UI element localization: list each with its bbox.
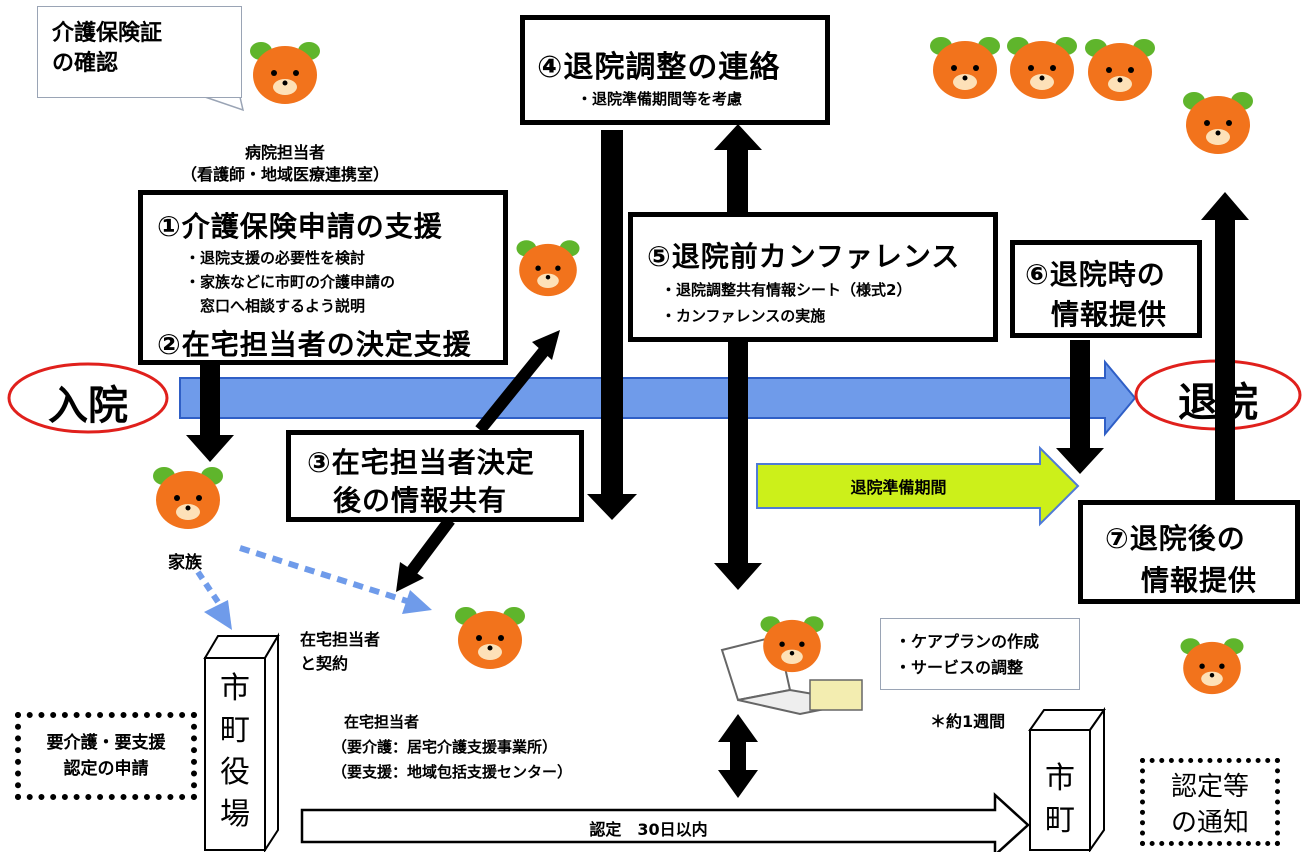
arrow-box1-to-family xyxy=(186,364,234,462)
arrow-box7-up xyxy=(1201,192,1249,500)
hospital-staff-label: 病院担当者 （看護師・地域医療連携室） xyxy=(150,142,420,186)
prep-period-arrow xyxy=(756,445,1080,527)
arrow-box6-down xyxy=(1056,340,1104,474)
arrow-box5-up xyxy=(714,124,762,212)
city-office-label: 市 町 役 場 xyxy=(205,668,265,836)
box5-bullet2: ・カンファレンスの実施 xyxy=(661,307,826,325)
dotted-arrow-family-to-city xyxy=(195,570,232,630)
box5-bullet1: ・退院調整共有情報シート（様式2） xyxy=(661,281,912,299)
careplan-line1: ・ケアプランの作成 xyxy=(895,632,1040,651)
notification-line1: 認定等 xyxy=(1170,772,1249,802)
home-staff-label: 在宅担当者 （要介護：居宅介護支援事業所） （要支援：地域包括支援センター） xyxy=(332,710,572,785)
box6-line1: ⑥退院時の xyxy=(1025,258,1166,291)
box-info-at-discharge: ⑥退院時の 情報提供 xyxy=(1010,240,1202,338)
box-info-after-discharge: ⑦退院後の 情報提供 xyxy=(1078,500,1300,604)
prep-period-label: 退院準備期間 xyxy=(850,478,947,497)
staff-mascot-icon xyxy=(1180,638,1244,695)
box-pre-discharge-conference: ⑤退院前カンファレンス ・退院調整共有情報シート（様式2） ・カンファレンスの実… xyxy=(628,212,998,342)
contract-line2: と契約 xyxy=(300,654,349,673)
home-staff-line2: （要介護：居宅介護支援事業所） xyxy=(332,738,558,756)
careplan-line2: ・サービスの調整 xyxy=(895,658,1024,677)
box7-line1: ⑦退院後の xyxy=(1105,522,1246,555)
arrow-box5-down xyxy=(714,342,762,590)
week-label: ＊約1週間 xyxy=(930,712,1006,731)
dotted-arrow-family-to-homestaff xyxy=(239,545,432,614)
hospital-staff-line2: （看護師・地域医療連携室） xyxy=(180,165,389,184)
city-office-char-3: 役 xyxy=(220,755,250,790)
application-box: 要介護・要支援 認定の申請 xyxy=(15,712,197,800)
box1-bullet2: ・家族などに市町の介護申請の xyxy=(185,273,396,291)
home-staff-line1: 在宅担当者 xyxy=(344,713,420,731)
family-mascot-icon xyxy=(153,467,223,529)
box4-title: ④退院調整の連絡 xyxy=(537,50,781,85)
arrow-double-careplan-city xyxy=(718,714,758,798)
city-building xyxy=(1028,706,1106,852)
box1-title1: ①介護保険申請の支援 xyxy=(157,210,443,243)
certification-label: 認定 30日以内 xyxy=(589,820,708,839)
box1-title2: ②在宅担当者の決定支援 xyxy=(157,328,472,361)
care-manager-mascot-icon xyxy=(760,616,824,673)
notification-box: 認定等 の通知 xyxy=(1140,758,1280,846)
admission-label: 入院 xyxy=(48,383,128,429)
callout-tail xyxy=(204,96,245,112)
arrow-box3-to-nurse xyxy=(475,330,560,434)
certification-arrow xyxy=(300,792,1030,852)
box1-bullet2b: 窓口へ相談するよう説明 xyxy=(185,297,366,315)
nurse-mascot-icon xyxy=(1183,92,1253,154)
callout-line2: の確認 xyxy=(52,51,119,76)
admission-ellipse xyxy=(7,362,169,434)
home-staff-mascot-icon xyxy=(455,607,525,669)
careplan-callout: ・ケアプランの作成 ・サービスの調整 xyxy=(880,618,1080,690)
timeline-arrow xyxy=(179,359,1137,437)
application-line1: 要介護・要支援 xyxy=(46,733,166,753)
city-char-2: 町 xyxy=(1045,803,1075,838)
city-office-char-4: 場 xyxy=(220,797,250,832)
box7-line2: 情報提供 xyxy=(1141,564,1258,597)
home-staff-line3: （要支援：地域包括支援センター） xyxy=(332,763,573,781)
nurse-mascot-icon xyxy=(250,42,320,104)
box1-bullet1: ・退院支援の必要性を検討 xyxy=(185,249,366,267)
insurance-check-callout: 介護保険証 の確認 xyxy=(37,6,242,98)
box6-line2: 情報提供 xyxy=(1051,298,1168,331)
nurse-mascot-icon xyxy=(1085,39,1155,101)
family-label: 家族 xyxy=(168,553,202,573)
hospital-staff-line1: 病院担当者 xyxy=(244,143,325,162)
contract-label: 在宅担当者 と契約 xyxy=(300,628,380,676)
notification-line2: の通知 xyxy=(1170,808,1249,838)
box-insurance-support: ①介護保険申請の支援 ・退院支援の必要性を検討 ・家族などに市町の介護申請の 窓… xyxy=(138,190,508,365)
box-info-sharing: ③在宅担当者決定 後の情報共有 xyxy=(286,430,584,522)
box4-bullet: ・退院準備期間等を考慮 xyxy=(577,90,743,108)
box-discharge-contact: ④退院調整の連絡 ・退院準備期間等を考慮 xyxy=(520,15,830,125)
city-label: 市 町 xyxy=(1030,758,1090,842)
city-char-1: 市 xyxy=(1045,761,1075,796)
city-office-building xyxy=(203,632,280,852)
application-line2: 認定の申請 xyxy=(63,759,149,779)
discharge-label: 退院 xyxy=(1178,380,1258,426)
arrow-box3-to-homestaff xyxy=(396,516,455,592)
staff-mascot-icon xyxy=(1007,37,1077,99)
box3-line2: 後の情報共有 xyxy=(333,484,508,517)
nurse-mascot-icon xyxy=(516,240,580,297)
city-office-char-1: 市 xyxy=(220,671,250,706)
contract-line1: 在宅担当者 xyxy=(300,630,381,649)
box5-title: ⑤退院前カンファレンス xyxy=(647,240,961,273)
city-office-char-2: 町 xyxy=(220,713,250,748)
box3-line1: ③在宅担当者決定 xyxy=(307,446,535,479)
callout-line1: 介護保険証 xyxy=(52,21,163,46)
arrow-box4-down xyxy=(587,130,637,520)
doctor-mascot-icon xyxy=(930,37,1000,99)
